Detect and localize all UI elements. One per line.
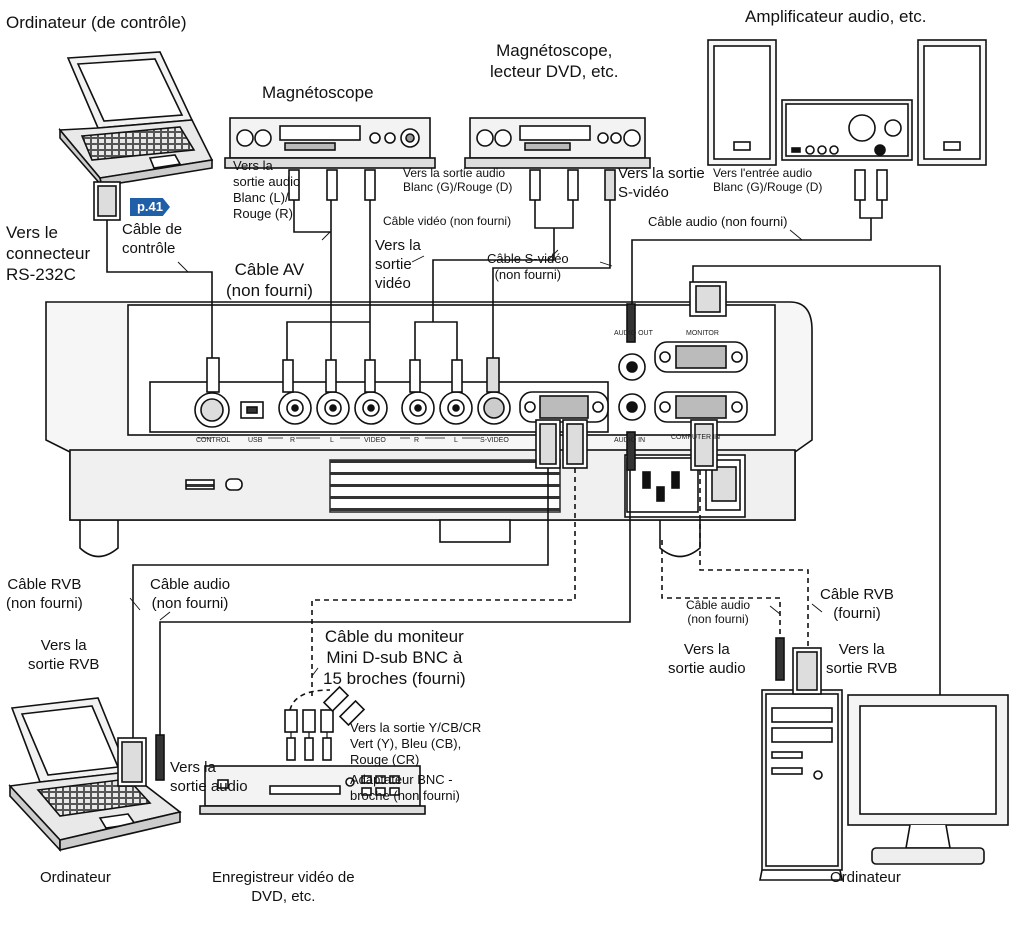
dvd-audio-out-label: Vers la sortie audio Blanc (G)/Rouge (D)	[403, 166, 513, 194]
vcr-dvd-label: Magnétoscope, lecteur DVD, etc.	[490, 41, 619, 81]
vcr-audio-out-label: Vers la sortie audio Blanc (L)/ Rouge (R…	[233, 158, 301, 221]
control-laptop	[58, 51, 214, 187]
port-l1-label: L	[330, 437, 334, 444]
audio-cable-top-label: Câble audio (non fourni)	[648, 214, 788, 229]
desktop-computer	[759, 689, 1009, 881]
page-reference-badge[interactable]: p.41	[130, 198, 170, 216]
rs232c-label: Vers le connecteur RS-232C	[6, 223, 91, 284]
projector	[45, 301, 813, 558]
svideo-cable-label: Câble S-vidéo (non fourni)	[487, 251, 569, 282]
port-audio-out-label: AUDIO OUT	[614, 330, 653, 337]
rgb-cable-right-label: Câble RVB (fourni)	[820, 586, 894, 622]
dashed-cables	[289, 468, 809, 711]
vcr-dvd-player	[464, 117, 651, 169]
vga-plugs	[93, 181, 822, 787]
port-video-label: VIDEO	[364, 437, 386, 444]
control-cable-label: Câble de contrôle	[122, 221, 183, 257]
svideo-out-label: Vers la sortie S-vidéo	[618, 165, 705, 201]
audio-amplifier	[707, 39, 987, 166]
port-r1-label: R	[290, 437, 296, 444]
bnc-adapter-label: Adaptateur BNC - broche (non fourni)	[350, 772, 460, 803]
audio-out-left-label: Vers la sortie audio	[170, 759, 248, 795]
audio-cable-left-label: Câble audio (non fourni)	[150, 576, 231, 612]
adapter-arrows	[290, 732, 328, 738]
amplifier-label: Amplificateur audio, etc.	[745, 7, 927, 26]
vcr	[224, 117, 436, 169]
rca-plugs	[155, 169, 888, 781]
port-l2-label: L	[454, 437, 458, 444]
audio-cable-right-label: Câble audio (non fourni)	[686, 598, 751, 626]
control-computer-label: Ordinateur (de contrôle)	[6, 13, 187, 32]
port-control-label: CONTROL	[196, 437, 231, 444]
dvd-recorder	[199, 765, 426, 815]
vcr-label: Magnétoscope	[262, 83, 374, 102]
port-r2-label: R	[414, 437, 420, 444]
callout-lines	[129, 229, 823, 677]
port-svideo-label: S-VIDEO	[480, 437, 509, 444]
amp-audio-in-label: Vers l'entrée audio Blanc (G)/Rouge (D)	[713, 166, 823, 194]
rgb-out-right-label: Vers la sortie RVB	[826, 641, 898, 677]
port-audio-in-label: AUDIO IN	[614, 437, 646, 444]
cables	[106, 200, 941, 738]
computer-right-label: Ordinateur	[830, 869, 901, 886]
rgb-out-left-label: Vers la sortie RVB	[28, 637, 100, 673]
rgb-cable-left-label: Câble RVB (non fourni)	[6, 576, 83, 612]
port-computer-in-label: COMPUTER IN	[671, 434, 720, 441]
audio-out-right-label: Vers la sortie audio	[668, 641, 746, 677]
ycbcr-out-label: Vers la sortie Y/CB/CR Vert (Y), Bleu (C…	[350, 720, 482, 767]
av-cable-label: Câble AV (non fourni)	[226, 260, 313, 300]
laptop-left	[8, 697, 182, 853]
video-out-label: Vers la sortie vidéo	[375, 237, 421, 292]
monitor-cable-label: Câble du moniteur Mini D-sub BNC à 15 br…	[323, 627, 466, 688]
port-usb-label: USB	[248, 437, 263, 444]
video-cable-label: Câble vidéo (non fourni)	[383, 214, 512, 228]
dvd-recorder-label: Enregistreur vidéo de DVD, etc.	[212, 869, 355, 905]
computer-left-label: Ordinateur	[40, 869, 111, 886]
port-monitor-label: MONITOR	[686, 330, 719, 337]
